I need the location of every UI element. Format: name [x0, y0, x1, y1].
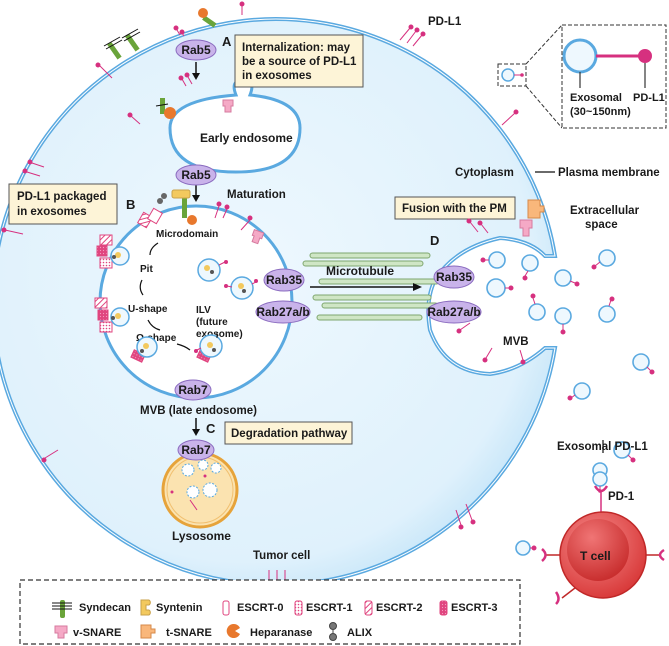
step-d: D [430, 233, 439, 248]
legend-escrt2: ESCRT-2 [376, 602, 422, 614]
rab5-top: Rab5 [175, 39, 217, 61]
svg-text:Rab5: Rab5 [181, 43, 211, 57]
svg-text:be a source of PD-L1: be a source of PD-L1 [242, 56, 357, 68]
ilv-label-1: ILV [196, 305, 211, 316]
escrt-complexes [94, 207, 212, 363]
vsnare-markers [222, 99, 533, 245]
internalization-box: Internalization: may be a source of PD-L… [234, 34, 364, 88]
svg-text:Internalization: may: Internalization: may [242, 42, 351, 54]
degradation-box: Degradation pathway [224, 421, 353, 445]
syntenin-icon [140, 599, 151, 616]
mvb-label: MVB [503, 336, 529, 348]
microdomain-label: Microdomain [156, 229, 218, 240]
rab7-lysosome: Rab7 [177, 439, 215, 461]
legend-heparanase: Heparanase [250, 627, 312, 639]
exosomal-pdl1-label: Exosomal PD-L1 [557, 441, 648, 453]
early-endosome-label: Early endosome [200, 131, 293, 145]
t-cell [541, 440, 665, 605]
tumor-cell-label: Tumor cell [253, 550, 310, 562]
svg-text:in exosomes: in exosomes [17, 206, 87, 218]
svg-text:Rab5: Rab5 [181, 168, 211, 182]
step-b: B [126, 197, 135, 212]
svg-text:Rab35: Rab35 [266, 273, 302, 287]
step-a: A [222, 34, 232, 49]
escrt0-icon [222, 600, 230, 616]
escrt1-icon [294, 600, 303, 616]
legend-escrt3: ESCRT-3 [451, 602, 497, 614]
legend-escrt1: ESCRT-1 [306, 602, 352, 614]
ilv-cargo [111, 252, 258, 353]
syndecan-markers [103, 8, 217, 225]
rab27-right: Rab27a/b [426, 300, 482, 324]
rab35-right: Rab35 [433, 265, 475, 289]
legend-syndecan: Syndecan [79, 602, 131, 614]
microtubules [302, 252, 440, 321]
tsnare-icon [140, 624, 156, 639]
svg-text:Rab7: Rab7 [181, 443, 211, 457]
alix-icon [329, 622, 337, 641]
rab5-mid: Rab5 [175, 164, 217, 186]
ilv-label-2: (future [196, 317, 228, 328]
microtubule-label: Microtubule [326, 264, 394, 278]
extracellular-space-label-1: Extracellular [570, 205, 640, 217]
exosome-pdl1 [480, 257, 655, 551]
pdl1-label: PD-L1 [428, 16, 462, 28]
ilv-label-3: exosome) [196, 329, 243, 340]
exosome-inset: Exosomal (30~150nm) PD-L1 [497, 24, 667, 129]
legend-escrt0: ESCRT-0 [237, 602, 283, 614]
legend-syntenin: Syntenin [156, 602, 203, 614]
lysosome-label: Lysosome [172, 529, 231, 543]
inset-pdl1-label: PD-L1 [633, 92, 665, 104]
legend-tsnare: t-SNARE [166, 627, 212, 639]
svg-text:Fusion with the PM: Fusion with the PM [402, 203, 507, 215]
svg-text:Rab27a/b: Rab27a/b [427, 305, 480, 319]
mvb-late-endosome-label: MVB (late endosome) [140, 405, 257, 417]
heparanase-icon [226, 624, 240, 638]
legend-vsnare: v-SNARE [73, 627, 121, 639]
pit-label: Pit [140, 264, 153, 275]
plasma-membrane-label: Plasma membrane [558, 167, 660, 179]
svg-text:Rab27a/b: Rab27a/b [256, 305, 309, 319]
svg-text:PD-L1 packaged: PD-L1 packaged [17, 191, 106, 203]
exosomes [486, 249, 650, 556]
mvb-right-pdl1 [456, 218, 526, 365]
pd1-label: PD-1 [608, 491, 635, 503]
rab27-left: Rab27a/b [255, 300, 311, 324]
rab7-mvb: Rab7 [174, 379, 212, 401]
lysosome [161, 451, 239, 529]
packaged-box: PD-L1 packaged in exosomes [8, 183, 118, 225]
svg-text:Rab35: Rab35 [436, 270, 472, 284]
tsnare-marker [527, 199, 545, 219]
cytoplasm-label: Cytoplasm [455, 167, 514, 179]
extracellular-space-label-2: space [585, 219, 618, 231]
maturation-label: Maturation [227, 189, 286, 201]
omega-shape-label: Ω-shape [136, 333, 177, 344]
svg-text:Degradation pathway: Degradation pathway [231, 428, 348, 440]
escrt2-icon [364, 600, 373, 616]
microtubule-arrow [310, 283, 422, 291]
step-c: C [206, 421, 216, 436]
inset-size-label: (30~150nm) [570, 106, 631, 118]
escrt3-icon [439, 600, 448, 616]
t-cell-label: T cell [580, 549, 611, 563]
fusion-box: Fusion with the PM [394, 196, 516, 220]
legend-alix: ALIX [347, 627, 373, 639]
svg-text:in exosomes: in exosomes [242, 70, 312, 82]
mvb-internal-arrows [139, 242, 191, 351]
early-endosome: Early endosome [168, 78, 302, 174]
pathway-arrows [192, 62, 200, 436]
inset-exosomal-label: Exosomal [570, 92, 622, 104]
u-shape-label: U-shape [128, 304, 168, 315]
syndecan-icon [52, 600, 72, 618]
rab35-left: Rab35 [263, 268, 305, 292]
vsnare-icon [54, 625, 68, 639]
legend: Syndecan Syntenin ESCRT-0 ESCRT-1 ESCRT-… [19, 579, 521, 645]
svg-text:Rab7: Rab7 [178, 383, 208, 397]
